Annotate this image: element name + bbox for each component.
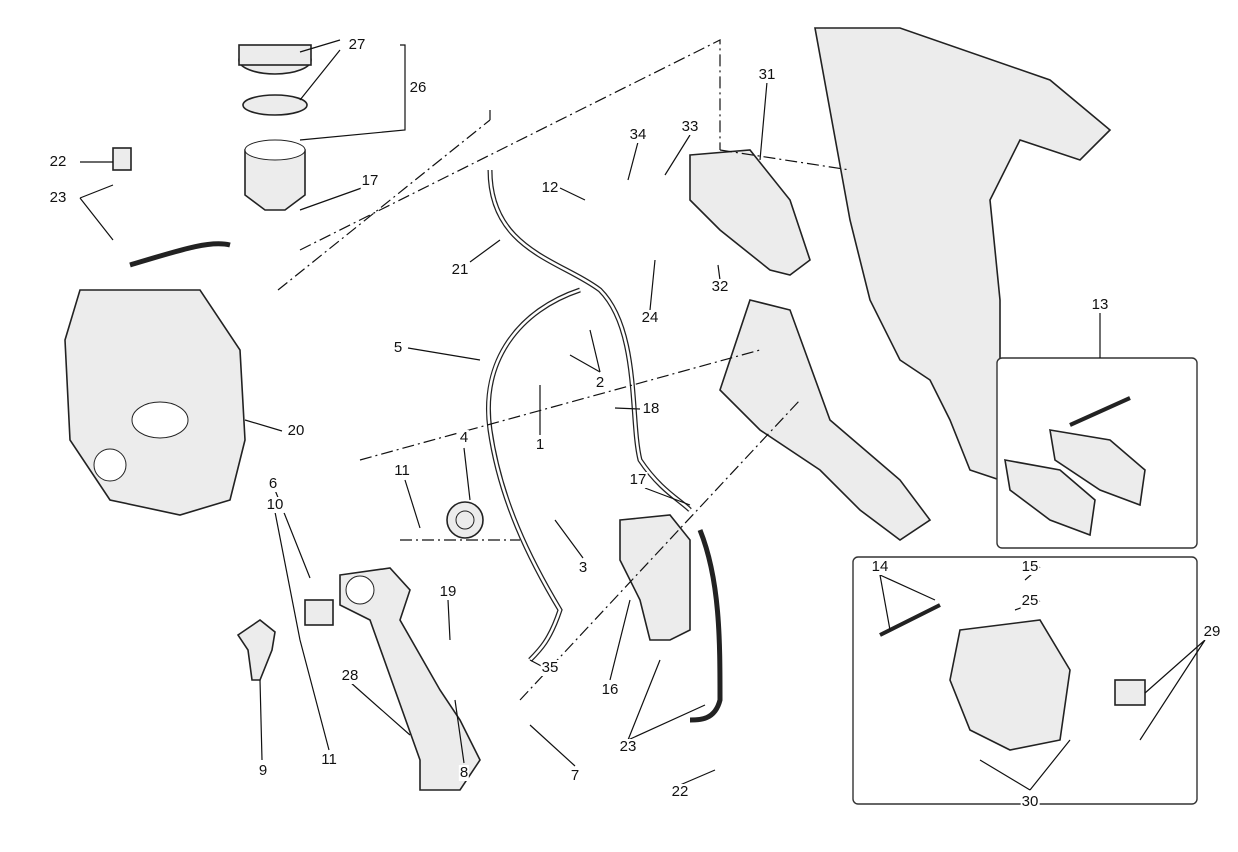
return-spring [446,501,484,539]
callout-22: 22 [48,153,68,170]
heel-guard [689,149,811,276]
callout-28: 28 [340,667,360,684]
callout-25: 25 [1020,592,1040,609]
callout-4: 4 [458,429,470,446]
callout-11b: 11 [320,751,338,768]
callout-10: 10 [265,496,285,513]
callout-32: 32 [710,278,730,295]
callout-17: 17 [360,172,380,189]
callout-2: 2 [594,374,606,391]
callout-9: 9 [257,762,269,779]
bleed-cap [1114,679,1146,706]
callout-22b: 22 [670,783,690,800]
reservoir-hose [487,169,692,512]
callout-3: 3 [577,559,589,576]
caliper-hose [129,241,231,268]
callout-33: 33 [680,118,700,135]
banjo-bolt [112,147,132,171]
callout-29: 29 [1202,623,1222,640]
brake-hose-lower [689,529,723,723]
callout-17b: 17 [628,471,648,488]
callout-26: 26 [408,79,428,96]
reservoir-diaphragm [242,94,308,116]
footrest-bracket [719,299,932,541]
pivot-pin [236,619,276,681]
callout-19: 19 [438,583,458,600]
callout-1: 1 [534,436,546,453]
callout-20: 20 [286,422,306,439]
callout-5: 5 [392,339,404,356]
callout-14: 14 [870,558,890,575]
callout-23: 23 [48,189,68,206]
callout-11: 11 [393,462,411,479]
caliper-body [949,619,1071,751]
callout-21: 21 [450,261,470,278]
callout-6: 6 [267,475,279,492]
callout-8: 8 [458,764,470,781]
callout-15: 15 [1020,558,1040,575]
callout-30: 30 [1020,793,1040,810]
callout-16: 16 [600,681,620,698]
callout-35: 35 [540,659,560,676]
brake-pedal [339,567,481,791]
brake-light-switch-cable [486,287,581,662]
bushing [304,599,334,626]
callout-7: 7 [569,767,581,784]
callout-18: 18 [641,400,661,417]
callout-24: 24 [640,309,660,326]
callout-13: 13 [1090,296,1110,313]
master-cylinder [619,514,691,641]
callout-27: 27 [347,36,367,53]
brake-pad [1004,459,1096,537]
callout-34: 34 [628,126,648,143]
callout-31: 31 [757,66,777,83]
callout-12: 12 [540,179,560,196]
callout-23b: 23 [618,738,638,755]
brake-pad [1049,429,1146,507]
